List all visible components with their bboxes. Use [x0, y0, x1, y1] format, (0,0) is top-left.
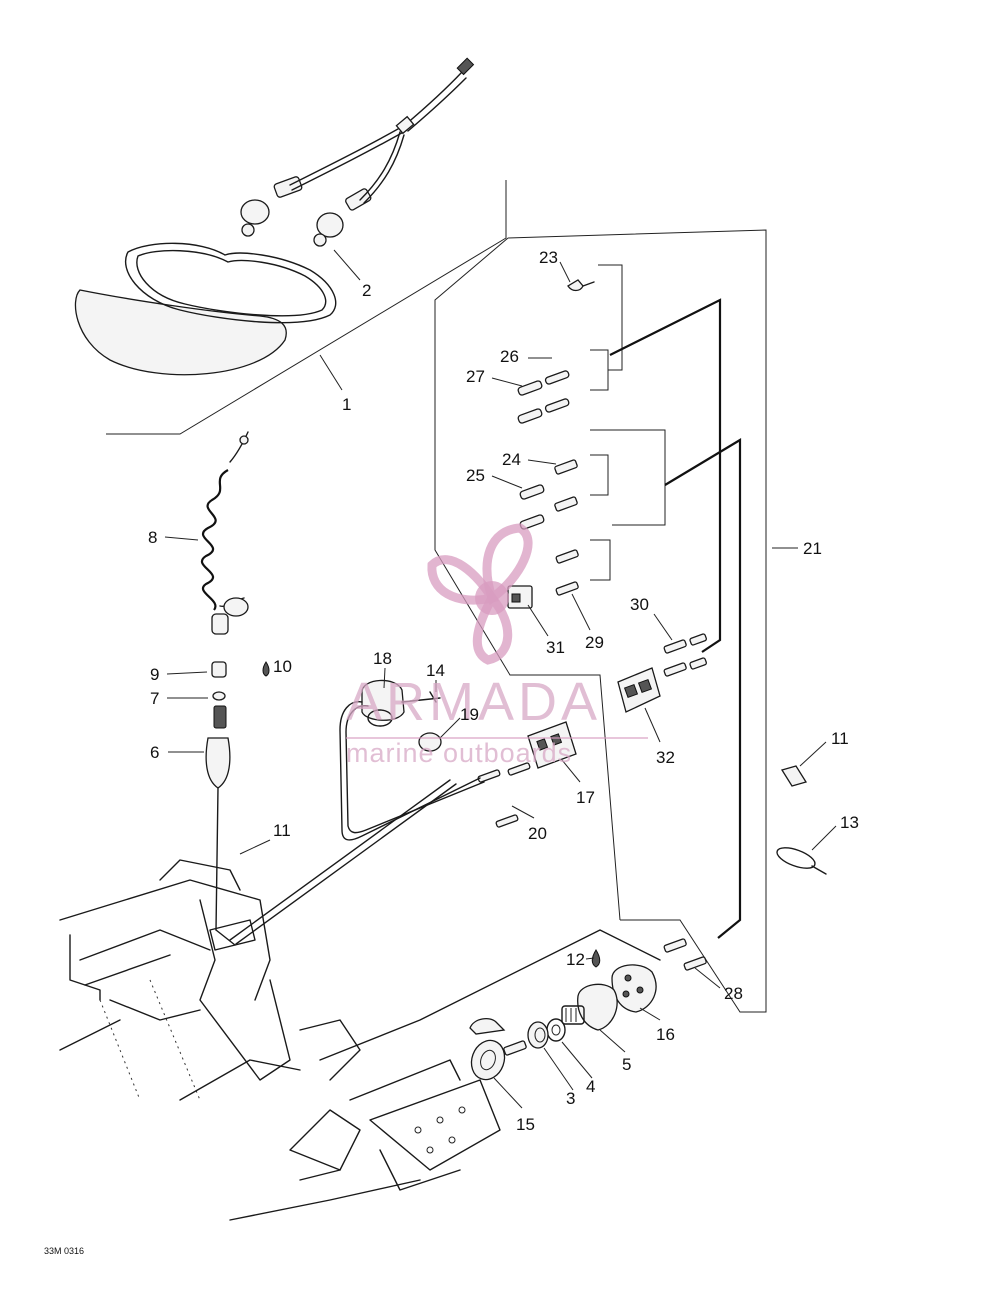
callout-11-left: 11: [273, 821, 291, 840]
callout-14: 14: [426, 661, 445, 680]
callout-29: 29: [585, 633, 604, 652]
callout-32: 32: [656, 748, 675, 767]
callout-10: 10: [273, 657, 292, 676]
callout-9: 9: [150, 665, 159, 684]
watermark-brand: ARMADA: [346, 672, 601, 732]
armada-watermark: ARMADA marine outboards: [346, 523, 648, 768]
callout-15: 15: [516, 1115, 535, 1134]
callout-13: 13: [840, 813, 859, 832]
callout-8: 8: [148, 528, 157, 547]
callout-7: 7: [150, 689, 159, 708]
callout-31: 31: [546, 638, 565, 657]
callout-labels: 1 2 3 4 5 6 7 8 9 10 11 11 12 13 14 15 1…: [148, 248, 859, 1134]
leader-lines: [164, 249, 837, 1109]
callout-17: 17: [576, 788, 595, 807]
frame-structure: [59, 779, 661, 1221]
callout-26: 26: [500, 347, 519, 366]
callout-6: 6: [150, 743, 159, 762]
callout-11-right: 11: [831, 729, 849, 748]
diagram-code: 33M 0316: [44, 1246, 84, 1256]
callout-23: 23: [539, 248, 558, 267]
headlamp-assembly: [74, 57, 507, 435]
callout-25: 25: [466, 466, 485, 485]
callout-4: 4: [586, 1077, 595, 1096]
callout-19: 19: [460, 705, 479, 724]
watermark-tagline: marine outboards: [346, 738, 572, 768]
callout-1: 1: [342, 395, 351, 414]
propeller-logo-icon: [427, 523, 533, 665]
ignition-switch-assembly: [469, 949, 657, 1081]
callout-16: 16: [656, 1025, 675, 1044]
callout-18: 18: [373, 649, 392, 668]
callout-5: 5: [622, 1055, 631, 1074]
callout-3: 3: [566, 1089, 575, 1108]
callout-30: 30: [630, 595, 649, 614]
callout-12: 12: [566, 950, 585, 969]
callout-2: 2: [362, 281, 371, 300]
callout-28: 28: [724, 984, 743, 1003]
callout-20: 20: [528, 824, 547, 843]
callout-24: 24: [502, 450, 521, 469]
callout-21: 21: [803, 539, 822, 558]
tether-cord-assembly: [200, 431, 270, 931]
main-wire-harness: [434, 229, 827, 1013]
buzzer-assembly: [339, 679, 485, 841]
callout-27: 27: [466, 367, 485, 386]
